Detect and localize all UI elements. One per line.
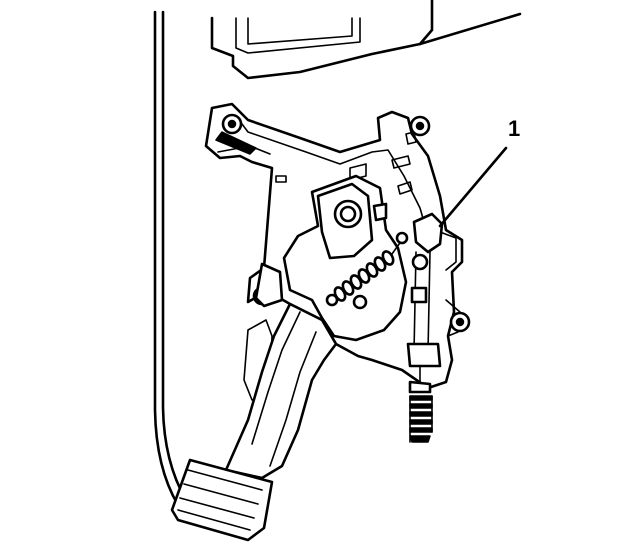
- callout-1-label: 1: [508, 116, 520, 141]
- callout-1-leader-line: [438, 146, 508, 228]
- callout-1: 1: [438, 116, 520, 228]
- bolt-right: [449, 311, 471, 333]
- dash-module-housing: [210, 0, 522, 80]
- release-switch-assembly: [406, 212, 444, 383]
- pedal-pad: [170, 458, 274, 542]
- return-spring: [333, 231, 409, 302]
- cable-spring: [408, 380, 433, 443]
- bolt-upper-right: [409, 115, 431, 137]
- spring-anchor: [325, 293, 339, 307]
- brake-pedal: [170, 302, 338, 542]
- pivot-bushing: [333, 199, 363, 229]
- plate-rivet: [352, 294, 368, 310]
- bolt-upper-left: [221, 113, 243, 135]
- body-panel-edge: [153, 10, 200, 520]
- ratchet-sector-plate: [282, 174, 408, 342]
